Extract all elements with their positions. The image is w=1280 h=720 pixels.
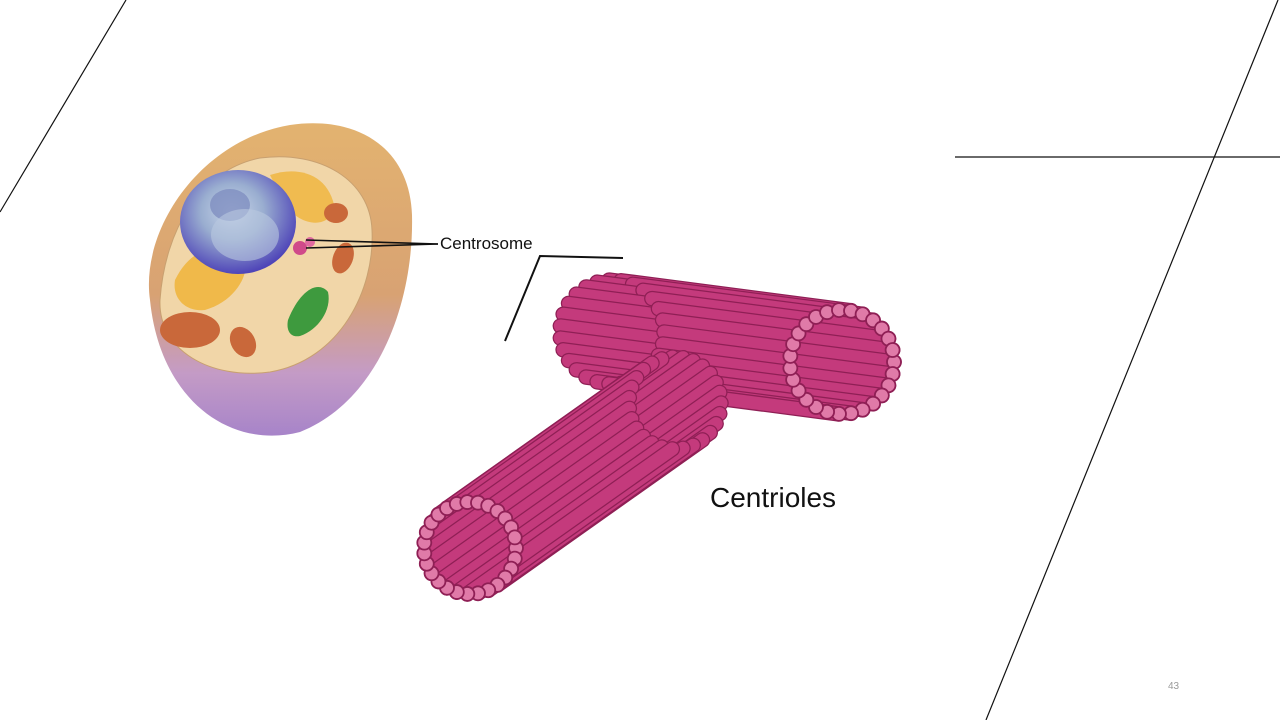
centrosome-dot	[293, 241, 307, 255]
centriole-horizontal	[552, 272, 902, 422]
centriole-diagonal	[416, 349, 729, 602]
mitochondrion	[160, 312, 220, 348]
centrioles-label: Centrioles	[710, 482, 837, 513]
green-organelle	[287, 287, 329, 337]
centrosome-label: Centrosome	[440, 234, 533, 253]
page-number: 43	[1168, 681, 1180, 692]
